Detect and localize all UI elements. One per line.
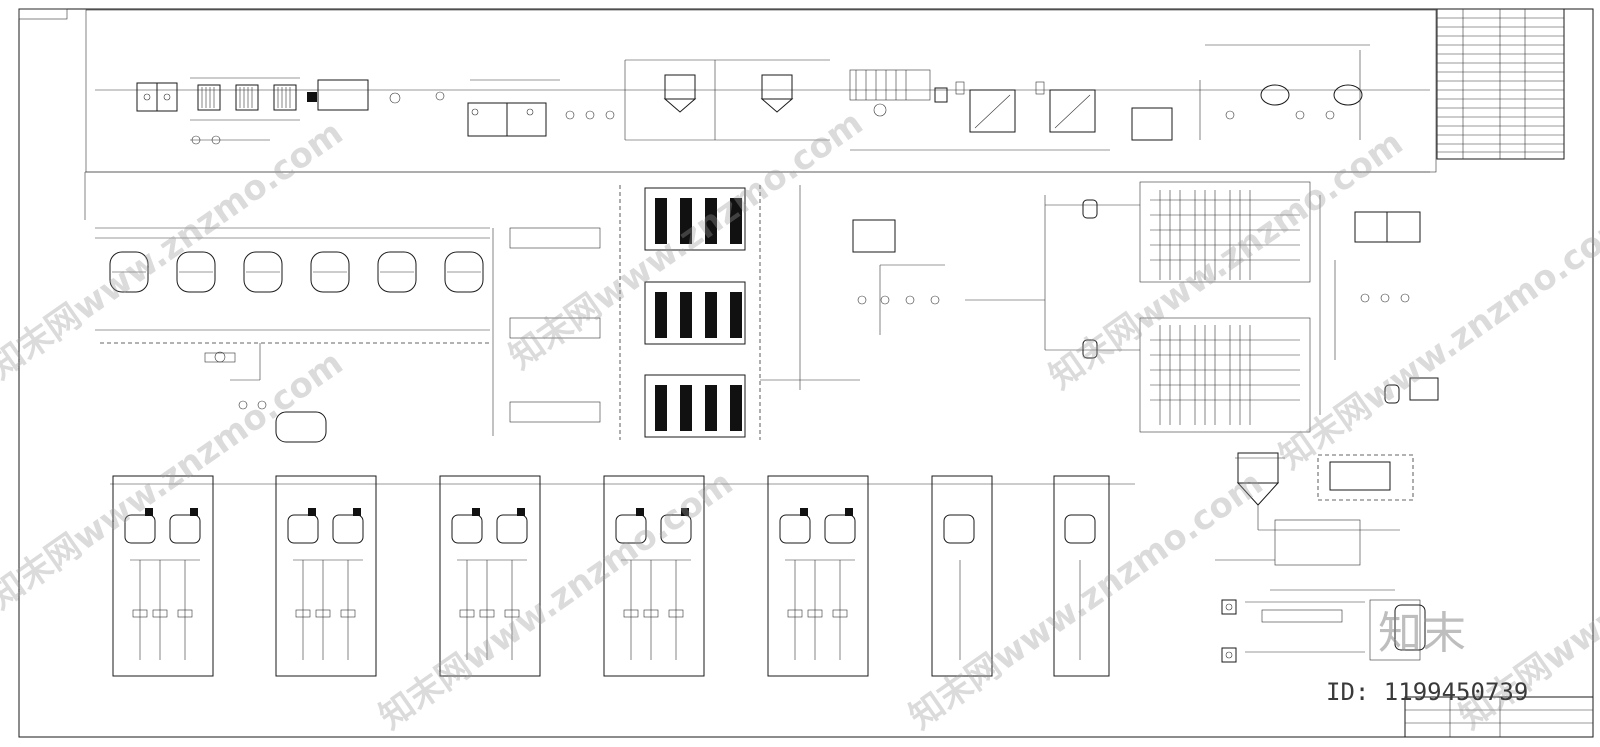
id-label: ID: 1199450739 <box>1326 678 1528 706</box>
watermark-text: 知末网www.znzmo.com <box>1042 123 1410 397</box>
dosing-units <box>110 475 1135 677</box>
filter-banks <box>1044 181 1439 433</box>
watermark-text: 知末网www.znzmo.com <box>372 463 740 737</box>
brand-logo-text: 知末 <box>1378 608 1466 659</box>
drawing-frame <box>18 8 1594 738</box>
title-tab <box>18 8 68 20</box>
title-block <box>1404 696 1594 738</box>
watermark-text: 知末网www.znzmo.com <box>1272 203 1600 477</box>
watermark-text: 知末网www.znzmo.com <box>902 463 1270 737</box>
watermark-text: 知末网www.znzmo.com <box>0 113 350 387</box>
membrane-stacks <box>492 185 1045 440</box>
legend-table <box>1436 8 1565 160</box>
watermark-text: 知末网www.znzmo.com <box>0 343 350 617</box>
sludge-unit <box>1215 452 1426 663</box>
vessel-bank <box>84 171 1430 443</box>
